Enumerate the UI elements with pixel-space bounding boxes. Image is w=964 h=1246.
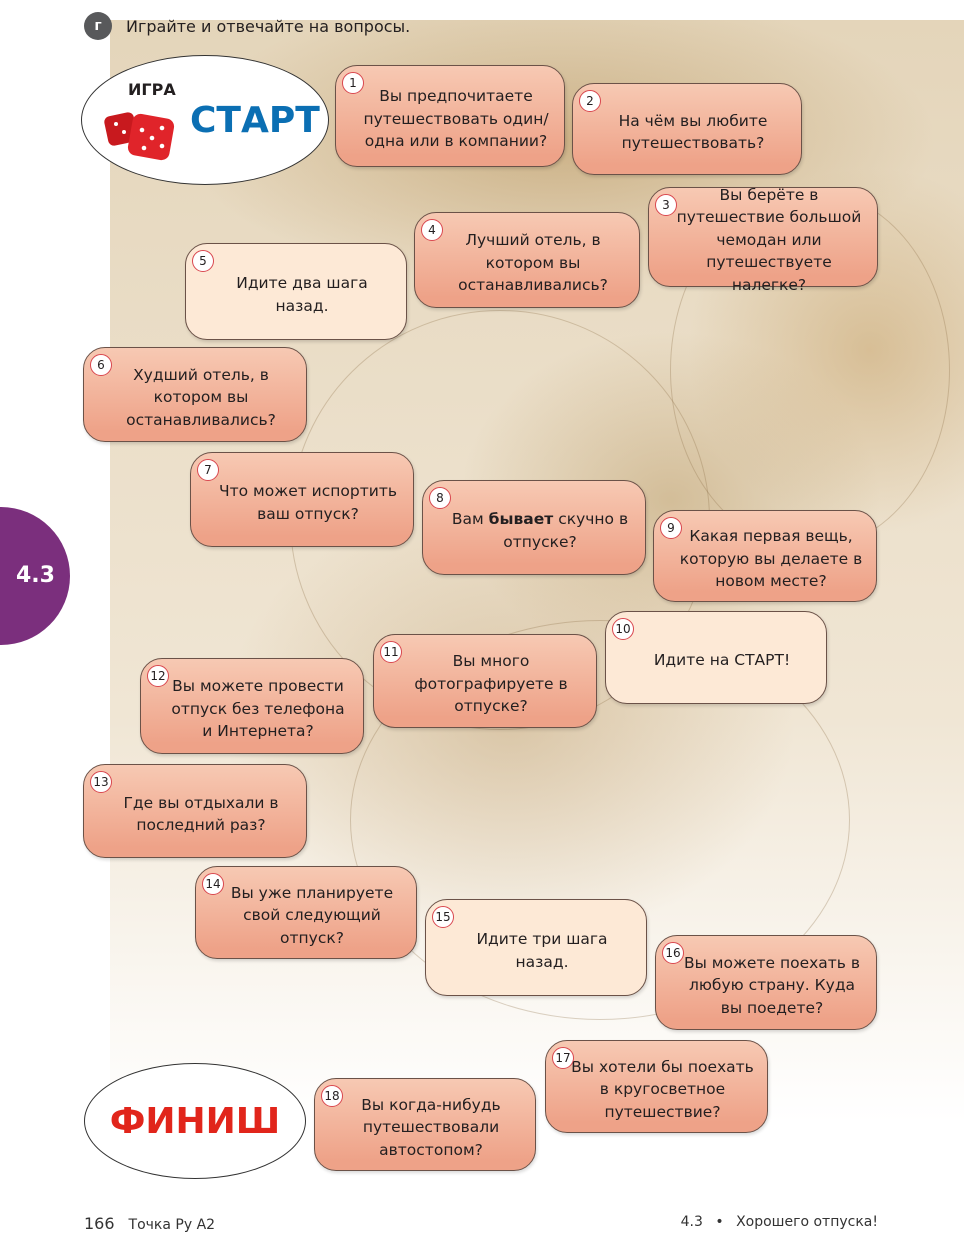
square-question: Худший отель, в котором вы останавливали… (126, 365, 276, 429)
square-question: Что может испортить ваш отпуск? (218, 482, 397, 523)
square-number-badge: 8 (429, 487, 451, 509)
section-number: 4.3 (16, 563, 55, 588)
footer-left: 166 Точка Ру A2 (84, 1214, 215, 1233)
page-number: 166 (84, 1214, 115, 1233)
game-square-18: 18 Вы когда-нибудь путешествовали автосто… (314, 1078, 536, 1171)
square-question: Вы много фотографируете в отпуске? (414, 652, 568, 716)
square-number-badge: 17 (552, 1047, 574, 1069)
square-question: Вы хотели бы поехать в кругосветное путе… (571, 1057, 754, 1121)
square-number-badge: 4 (421, 219, 443, 241)
square-number-badge: 7 (197, 459, 219, 481)
square-number-badge: 6 (90, 354, 112, 376)
square-number-badge: 15 (432, 906, 454, 928)
book-title: Точка Ру A2 (128, 1217, 216, 1233)
square-number-badge: 3 (655, 194, 677, 216)
square-question: Какая первая вещь, которую вы делаете в … (679, 527, 863, 591)
square-question: Лучший отель, в котором вы останавливали… (458, 231, 608, 295)
question-text: скучно в отпуске? (503, 510, 629, 551)
footer-right: 4.3 • Хорошего отпуска! (681, 1214, 878, 1230)
square-question: Вам бывает скучно в отпуске? (447, 508, 633, 553)
square-number-badge: 12 (147, 665, 169, 687)
finish-title: ФИНИШ (109, 1100, 281, 1142)
square-number-badge: 13 (90, 771, 112, 793)
square-number-badge: 14 (202, 873, 224, 895)
exercise-instruction: Играйте и отвечайте на вопросы. (126, 16, 411, 36)
finish-ellipse: ФИНИШ (84, 1063, 306, 1179)
unit-title: Хорошего отпуска! (736, 1214, 878, 1230)
square-question: Вы можете поехать в любую страну. Куда в… (683, 953, 861, 1017)
square-question: Вы предпочитаете путешествовать один/одн… (363, 87, 549, 151)
separator: • (715, 1214, 724, 1230)
square-number-badge: 5 (192, 250, 214, 272)
square-question: Идите два шага назад. (236, 274, 368, 315)
square-question: Вы уже планируете свой следующий отпуск? (230, 883, 394, 947)
square-question: Где вы отдыхали в последний раз? (123, 793, 279, 835)
game-label: ИГРА (128, 80, 176, 99)
game-square-2: 2 На чём вы любите путешествовать? (572, 83, 802, 175)
game-square-11: 11 Вы много фотографируете в отпуске? (373, 634, 597, 728)
square-number-badge: 9 (660, 517, 682, 539)
square-question: Идите на СТАРТ! (653, 651, 791, 670)
square-question: На чём вы любите путешествовать? (618, 111, 768, 153)
start-title: СТАРТ (190, 100, 320, 141)
square-question: Идите три шага назад. (476, 930, 608, 971)
square-number-badge: 1 (342, 72, 364, 94)
exercise-letter-badge: г (84, 12, 112, 40)
square-number-badge: 18 (321, 1085, 343, 1107)
square-number-badge: 10 (612, 618, 634, 640)
square-question: Вы можете провести отпуск без телефона и… (171, 677, 345, 741)
start-ellipse: ИГРА СТАРТ (81, 55, 329, 185)
section-tab: 4.3 (0, 507, 70, 645)
square-question: Вы когда-нибудь путешествовали автостопо… (361, 1095, 501, 1159)
square-number-badge: 11 (380, 641, 402, 663)
question-text: Вам (451, 510, 489, 528)
exercise-header: г Играйте и отвечайте на вопросы. (84, 12, 410, 40)
question-bold-text: бывает (488, 510, 554, 528)
square-number-badge: 2 (579, 90, 601, 112)
square-question: Вы берёте в путешествие большой чемодан … (676, 185, 862, 294)
square-number-badge: 16 (662, 942, 684, 964)
dice-icon (104, 112, 175, 161)
game-square-14: 14 Вы уже планируете свой следующий отпус… (195, 866, 417, 959)
unit-number: 4.3 (680, 1214, 703, 1230)
